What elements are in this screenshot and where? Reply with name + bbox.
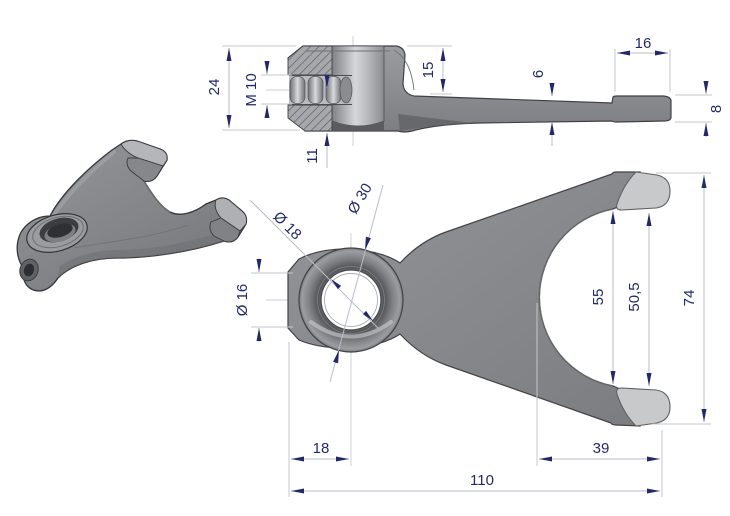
bore-hole xyxy=(320,269,382,331)
isometric-view xyxy=(16,139,248,292)
iso-lower-pad-front xyxy=(209,217,241,243)
section-view: 24 M 10 15 11 6 xyxy=(206,35,725,168)
bore-chamfer-ring xyxy=(317,266,385,334)
dim-label-hole-bottom-offset: 11 xyxy=(304,148,321,164)
dim-hole-bottom-offset: 11 xyxy=(304,75,330,168)
dim-label-boss-diameter: Ø 16 xyxy=(234,284,251,317)
dim-jaw-opening: 55 xyxy=(590,211,616,384)
dim-overall-length: 110 xyxy=(291,472,660,494)
iso-bore-hole xyxy=(47,223,73,238)
iso-body xyxy=(16,139,248,292)
lower-pad xyxy=(616,387,671,427)
dim-fork-span: 74 xyxy=(652,172,711,425)
iso-body-crease xyxy=(73,224,189,249)
iso-jaw-crease xyxy=(143,180,171,213)
dim-label-blade-thickness: 6 xyxy=(530,70,547,78)
dim-label-hub-diameter: Ø 30 xyxy=(344,180,375,217)
dim-label-overall-length: 110 xyxy=(470,472,494,489)
thread-turn xyxy=(289,76,306,104)
iso-bottom-face-shade xyxy=(58,232,224,278)
threaded-hole-section xyxy=(289,75,353,105)
dim-label-tip-height: 8 xyxy=(708,105,725,113)
under-arm-shadow xyxy=(398,114,472,131)
dim-label-tip-depth: 39 xyxy=(593,440,610,457)
dim-label-hub-top-depth: 15 xyxy=(420,62,437,79)
dim-label-bore-diameter: Ø 18 xyxy=(270,208,305,243)
bore-inner-ring xyxy=(324,273,378,327)
dim-blade-thickness: 6 xyxy=(530,70,555,146)
dim-boss-diameter: Ø 16 xyxy=(234,258,293,342)
dim-pad-opening: 50,5 xyxy=(626,213,652,386)
dim-tip-depth: 39 xyxy=(536,303,663,497)
dim-tip-length: 16 xyxy=(614,35,671,92)
dim-label-thread: M 10 xyxy=(243,73,260,106)
jaw-edge xyxy=(538,208,614,387)
hub-highlight xyxy=(309,320,393,339)
hub-fillet-edge xyxy=(393,49,415,91)
iso-set-screw-hole xyxy=(23,263,35,277)
dim-hub-offset: 18 xyxy=(288,342,349,497)
iso-upper-pad-top xyxy=(120,139,168,167)
dim-label-jaw-opening: 55 xyxy=(590,289,607,306)
section-hatch-lower xyxy=(287,104,333,132)
dim-label-fork-span: 74 xyxy=(681,290,698,307)
iso-lower-pad-top xyxy=(214,197,247,232)
thread-end xyxy=(339,76,353,104)
arrowhead xyxy=(331,279,342,290)
dim-tip-height: 8 xyxy=(675,81,725,137)
upper-pad xyxy=(616,171,671,211)
dim-thread: M 10 xyxy=(243,61,292,118)
dim-overall-height: 24 xyxy=(206,45,300,131)
section-hatch-upper xyxy=(287,45,333,76)
dim-label-hub-offset: 18 xyxy=(313,440,330,457)
dim-hub-top-depth: 15 xyxy=(407,45,452,95)
iso-upper-pad-front xyxy=(126,157,164,182)
bore-far-wall xyxy=(332,121,384,130)
arrowhead xyxy=(362,310,373,321)
thread-turn xyxy=(307,76,324,104)
arrowhead xyxy=(333,350,339,364)
dim-label-tip-length: 16 xyxy=(635,35,652,52)
dim-label-overall-height: 24 xyxy=(206,79,223,96)
thread-turn xyxy=(325,76,342,104)
front-view: Ø 18 Ø 30 Ø 16 55 50,5 xyxy=(234,171,711,497)
iso-top-highlight xyxy=(50,150,116,220)
iso-hub-chamfer xyxy=(32,215,84,249)
dim-label-pad-opening: 50,5 xyxy=(626,282,643,311)
arrowhead xyxy=(365,236,371,250)
